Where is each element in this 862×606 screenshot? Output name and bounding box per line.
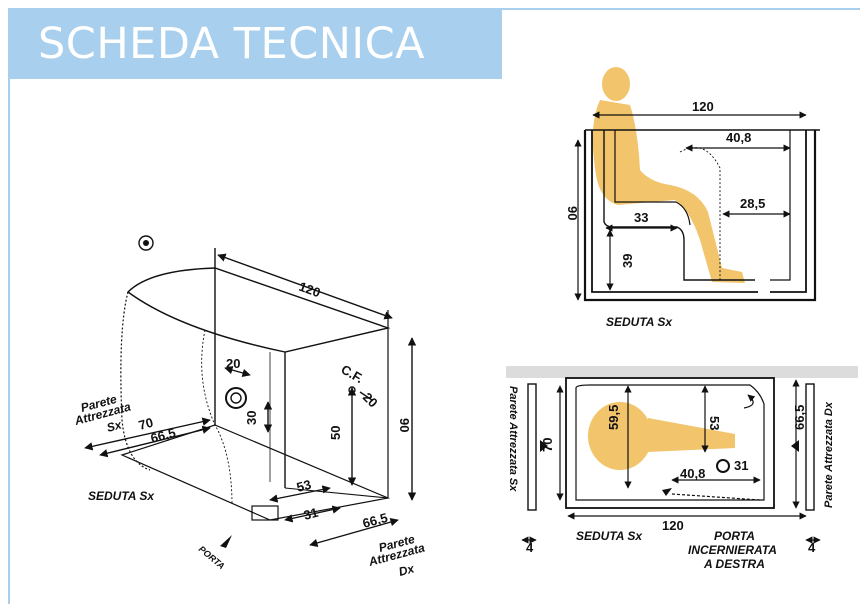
top-figure-body bbox=[588, 402, 652, 470]
side-dim-40-8: 40,8 bbox=[726, 130, 751, 145]
top-parete-dx: Parete Attrezzata Dx bbox=[823, 401, 835, 508]
iso-dim-20b: 20 bbox=[360, 390, 381, 411]
sx-arrow-icon bbox=[540, 440, 548, 452]
seated-figure bbox=[592, 100, 745, 283]
iso-seduta-label: SEDUTA Sx bbox=[88, 489, 155, 503]
parete-dx-panel bbox=[805, 383, 815, 511]
drain-icon bbox=[716, 459, 730, 473]
side-dim-height: 90 bbox=[565, 206, 580, 220]
top-view: 59,5 53 40,8 31 70 66,5 120 4 4 Parete A… bbox=[506, 366, 858, 571]
door-arrow-icon bbox=[662, 488, 672, 496]
top-dim-31: 31 bbox=[734, 458, 748, 473]
top-porta-l2: INCERNIERATA bbox=[688, 543, 777, 557]
top-dim-59-5: 59,5 bbox=[606, 405, 621, 430]
top-seduta-label: SEDUTA Sx bbox=[576, 529, 643, 543]
iso-dim-31: 31 bbox=[302, 505, 320, 523]
iso-dim-50: 50 bbox=[328, 426, 343, 440]
dx-arrow-icon bbox=[791, 440, 799, 452]
top-dim-66-5: 66,5 bbox=[792, 405, 807, 430]
top-porta-l3: A DESTRA bbox=[703, 557, 765, 571]
iso-dim-30: 30 bbox=[244, 411, 259, 425]
iso-parete-dx-l3: Dx bbox=[397, 561, 417, 579]
page-title: SCHEDA TECNICA bbox=[8, 8, 502, 79]
iso-dim-66-5-right: 66,5 bbox=[361, 510, 389, 531]
porta-arrow-icon bbox=[220, 535, 232, 548]
iso-dim-66-5-left: 66,5 bbox=[149, 425, 177, 446]
top-parete-sx: Parete Attrezzata Sx bbox=[507, 386, 519, 492]
iso-dim-70: 70 bbox=[137, 415, 155, 433]
wall-strip bbox=[506, 366, 858, 378]
top-dim-width: 120 bbox=[662, 518, 684, 533]
target-dot bbox=[143, 240, 149, 246]
frame-left-border bbox=[8, 78, 10, 604]
iso-parete-sx-l3: Sx bbox=[105, 417, 124, 435]
iso-dim-20a: 20 bbox=[226, 356, 240, 371]
iso-dim-height: 90 bbox=[397, 418, 412, 432]
top-figure-legs bbox=[648, 418, 735, 452]
tub-rim bbox=[126, 267, 391, 353]
top-dim-4-left: 4 bbox=[526, 540, 534, 555]
iso-label-cf: C.F. bbox=[339, 362, 367, 387]
top-porta-l1: PORTA bbox=[714, 529, 755, 543]
top-dim-4-right: 4 bbox=[808, 540, 816, 555]
top-dim-70: 70 bbox=[540, 438, 555, 452]
top-dim-53: 53 bbox=[707, 416, 722, 430]
parete-sx-panel bbox=[527, 383, 537, 511]
side-dim-33: 33 bbox=[634, 210, 648, 225]
iso-dim-width: 120 bbox=[297, 279, 323, 301]
side-view: 120 90 40,8 28,5 33 39 SEDUTA Sx bbox=[565, 67, 820, 329]
iso-porta-label: PORTA bbox=[197, 544, 227, 571]
iso-dim-53: 53 bbox=[295, 477, 313, 495]
side-dim-width: 120 bbox=[692, 99, 714, 114]
side-seduta-label: SEDUTA Sx bbox=[606, 315, 673, 329]
side-dim-28-5: 28,5 bbox=[740, 196, 765, 211]
frame-top-border bbox=[502, 8, 860, 10]
target-icon bbox=[138, 235, 154, 251]
side-dim-39: 39 bbox=[620, 254, 635, 268]
top-dim-40-8: 40,8 bbox=[680, 466, 705, 481]
isometric-view bbox=[84, 248, 417, 547]
